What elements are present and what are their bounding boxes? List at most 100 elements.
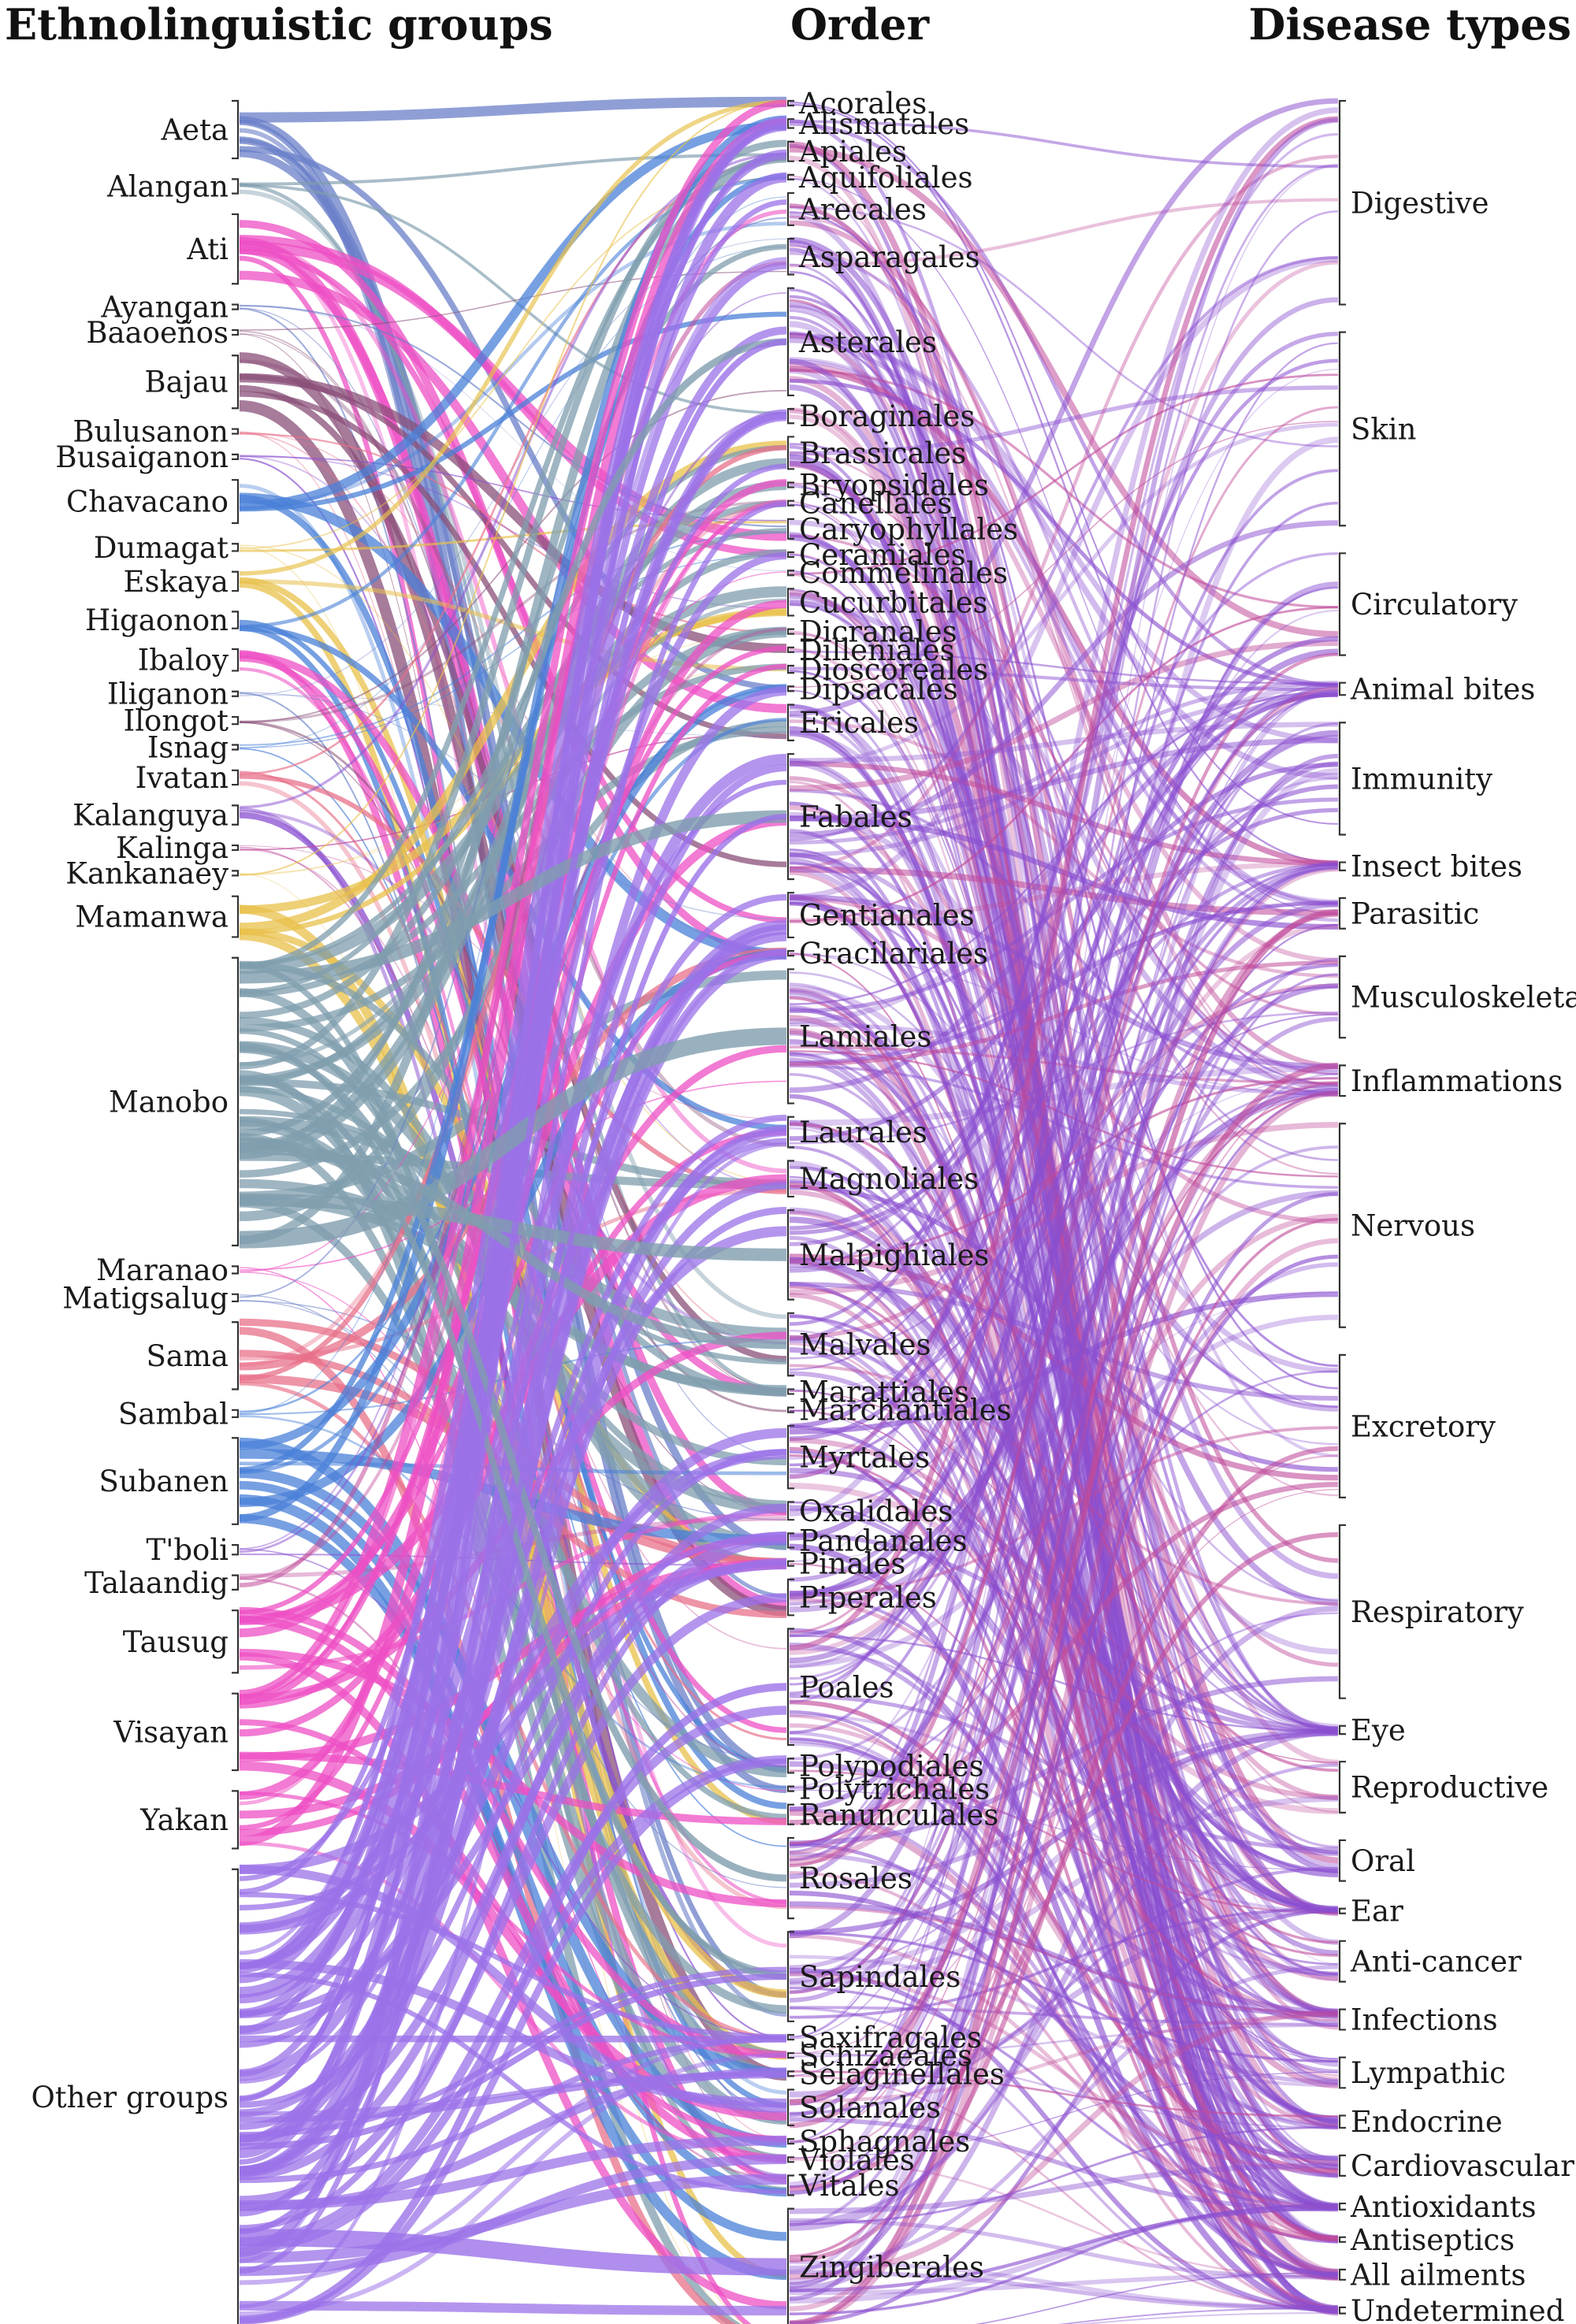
node-label: Gentianales <box>799 899 975 933</box>
flow-link <box>789 1238 1339 2311</box>
flow-link <box>789 801 1339 2123</box>
node-label: Matigsalug <box>62 1281 229 1315</box>
flow-link <box>239 555 787 748</box>
node-label: Polypodiales <box>799 1749 984 1783</box>
flow-link <box>789 606 1339 923</box>
flow-link <box>789 633 1339 1497</box>
node-label: Higaonon <box>85 603 229 637</box>
node-bracket <box>786 1931 794 2022</box>
flow-link <box>789 116 1339 1651</box>
node-bracket <box>786 1160 794 1198</box>
flow-link <box>789 1185 1339 1472</box>
node-label: Antioxidants <box>1350 2190 1537 2224</box>
flow-link <box>789 689 1339 2274</box>
flow-link <box>789 648 1339 1541</box>
flow-link <box>789 210 1339 2143</box>
flow-link <box>239 1115 787 2017</box>
node-bracket <box>786 1532 794 1549</box>
node-bracket <box>1338 1761 1346 1814</box>
node-bracket <box>1338 681 1346 696</box>
node-label: All ailments <box>1350 2258 1526 2292</box>
flow-link <box>789 952 1339 1446</box>
node-label: Talaandig <box>84 1566 229 1600</box>
node-label: Rosales <box>799 1862 913 1895</box>
node-label: Dicranales <box>799 615 957 649</box>
node-bracket <box>786 968 794 1104</box>
node-label: Schizaeales <box>799 2039 972 2073</box>
flow-link <box>789 385 1339 456</box>
node-bracket <box>786 499 794 507</box>
node-bracket <box>232 1574 240 1591</box>
flow-link <box>789 1730 1339 1936</box>
node-bracket <box>232 895 240 938</box>
node-bracket <box>786 1424 794 1490</box>
flow-link <box>789 686 1339 1855</box>
flow-link <box>789 519 1339 1076</box>
flow-link <box>789 735 1339 1686</box>
flow-link <box>789 2074 1339 2311</box>
flow-link <box>789 1901 1339 2018</box>
flow-link <box>789 332 1339 1765</box>
flow-link <box>789 2006 1339 2026</box>
node-bracket <box>1338 2114 1346 2129</box>
node-label: Visayan <box>113 1715 229 1749</box>
flow-link <box>789 1210 1339 2129</box>
flow-link <box>239 781 787 1910</box>
node-bracket <box>786 1312 794 1377</box>
node-labels: AetaAlanganAtiAyanganBaaoeñosBajauBulusa… <box>31 87 1576 2324</box>
flow-link <box>789 1563 1339 2021</box>
flow-link <box>789 107 1339 1517</box>
flow-link <box>789 256 1339 900</box>
node-label: Magnoliales <box>799 1162 979 1196</box>
node-label: Iliganon <box>107 678 229 711</box>
node-bracket <box>786 664 794 674</box>
node-label: Endocrine <box>1351 2105 1503 2139</box>
node-bracket <box>786 1758 794 1774</box>
flow-link <box>789 900 1339 1066</box>
node-bracket <box>1338 1724 1346 1736</box>
node-bracket <box>786 1628 794 1747</box>
flow-link <box>789 146 1339 638</box>
node-bracket <box>786 1116 794 1149</box>
node-bracket <box>786 892 794 939</box>
node-label: Malvales <box>799 1328 931 1362</box>
flow-link <box>239 246 787 748</box>
flow-link <box>789 2125 1339 2226</box>
node-label: Bryopsidales <box>799 469 989 503</box>
flow-link <box>789 165 1339 2038</box>
flow-link <box>789 586 1339 1847</box>
flow-link <box>789 1728 1339 1888</box>
node-label: Arecales <box>798 193 927 227</box>
node-label: Laurales <box>799 1116 927 1149</box>
node-label: Saxifragales <box>799 2021 982 2055</box>
node-bracket <box>1338 1064 1346 1097</box>
flow-link <box>239 1045 787 1882</box>
node-label: Aquifoliales <box>798 161 972 195</box>
node-label: Ivatan <box>136 761 229 795</box>
flow-link <box>789 737 1339 822</box>
node-label: Malpighiales <box>799 1238 989 1272</box>
node-bracket <box>786 2156 794 2163</box>
node-label: Ibaloy <box>138 644 229 678</box>
flow-link <box>239 626 787 1084</box>
flow-link <box>789 1073 1339 2028</box>
flow-link <box>789 255 1339 841</box>
node-label: Aeta <box>160 113 229 147</box>
column-title-order: Order <box>790 0 930 50</box>
node-label: Ayangan <box>100 291 229 325</box>
node-bracket <box>1338 1123 1346 1328</box>
flow-link <box>789 807 1339 1235</box>
node-label: Vitales <box>798 2169 900 2203</box>
flow-link <box>789 2260 1339 2310</box>
node-bracket <box>786 238 794 276</box>
node-label: Digestive <box>1351 186 1489 220</box>
flow-link <box>789 103 1339 864</box>
flow-link <box>789 1291 1339 1435</box>
node-label: Apiales <box>798 135 907 169</box>
node-bracket <box>232 1609 240 1674</box>
node-label: Myrtales <box>799 1441 930 1475</box>
flow-link <box>239 261 787 1587</box>
node-label: Bajau <box>144 366 229 399</box>
flow-link <box>789 1694 1339 1851</box>
